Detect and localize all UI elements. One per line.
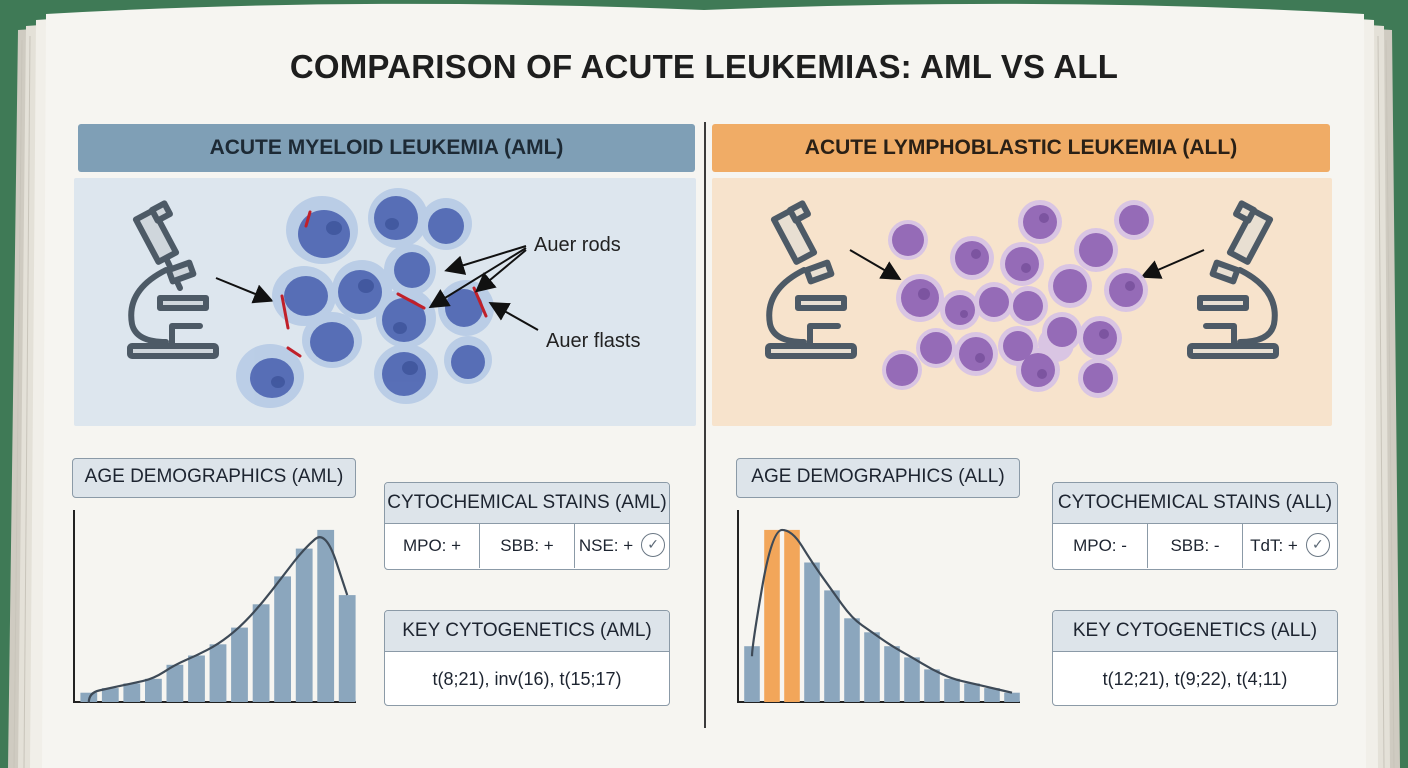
aml-age-bar: [295, 548, 313, 702]
aml-key-cytogenetics-box: KEY CYTOGENETICS (AML) t(8;21), inv(16),…: [384, 610, 670, 706]
aml-age-bar: [252, 604, 270, 702]
aml-cytogenetics-title: KEY CYTOGENETICS (AML): [385, 611, 669, 652]
aml-age-bar: [101, 688, 119, 702]
all-age-bar: [1004, 692, 1020, 702]
aml-stains-title: CYTOCHEMICAL STAINS (AML): [385, 483, 669, 524]
all-age-bar: [864, 632, 880, 703]
all-age-bar: [804, 562, 820, 702]
all-age-bar: [944, 678, 960, 703]
microscope-icon: [1187, 200, 1279, 359]
aml-age-bar: [209, 644, 227, 702]
aml-age-distribution-curve: [87, 536, 349, 703]
all-age-bar: [884, 646, 900, 702]
all-age-bar: [844, 618, 860, 702]
aml-age-bar: [145, 678, 162, 703]
all-age-bar: [784, 529, 800, 702]
aml-age-bar: [317, 529, 335, 702]
all-stain-tdt-cell: TdT: + ✓: [1243, 524, 1337, 568]
all-stains-row: MPO: - SBB: - TdT: + ✓: [1053, 524, 1337, 568]
aml-age-bar: [231, 627, 248, 702]
aml-age-bar: [123, 683, 141, 702]
all-header: ACUTE LYMPHOBLASTIC LEUKEMIA (ALL): [712, 124, 1330, 172]
all-age-demographics-label: AGE DEMOGRAPHICS (ALL): [736, 458, 1020, 498]
aml-header: ACUTE MYELOID LEUKEMIA (AML): [78, 124, 695, 172]
all-microscopy-illustration: [765, 200, 1279, 398]
aml-stains-row: MPO: + SBB: + NSE: + ✓: [385, 524, 669, 568]
all-age-bar: [964, 683, 980, 702]
all-age-axes: [737, 510, 1020, 703]
aml-cytochemical-stains-table: CYTOCHEMICAL STAINS (AML) MPO: + SBB: + …: [384, 482, 670, 570]
aml-age-bar: [338, 595, 356, 702]
aml-myeloblast-cells: [236, 188, 494, 408]
callout-auer-flasts: Auer flasts: [546, 330, 641, 352]
page-title: COMPARISON OF ACUTE LEUKEMIAS: AML VS AL…: [289, 48, 1119, 85]
aml-stain-mpo: MPO: +: [385, 524, 480, 568]
all-stain-mpo: MPO: -: [1053, 524, 1148, 568]
all-lymphoblast-cells: [882, 200, 1154, 398]
all-age-histogram: [737, 510, 1020, 703]
aml-stain-nse-cell: NSE: + ✓: [575, 524, 669, 568]
aml-age-bar: [166, 664, 184, 702]
all-age-bar: [824, 590, 840, 702]
all-stain-tdt: TdT: +: [1250, 536, 1298, 555]
aml-age-bar: [188, 655, 205, 702]
all-stain-sbb: SBB: -: [1148, 524, 1243, 568]
callout-auer-rods: Auer rods: [534, 234, 621, 256]
aml-age-histogram: [73, 510, 356, 703]
all-cytogenetics-title: KEY CYTOGENETICS (ALL): [1053, 611, 1337, 652]
all-key-cytogenetics-box: KEY CYTOGENETICS (ALL) t(12;21), t(9;22)…: [1052, 610, 1338, 706]
all-age-bar: [764, 529, 780, 702]
check-circle-icon: ✓: [641, 532, 666, 557]
all-cytogenetics-value: t(12;21), t(9;22), t(4;11): [1102, 669, 1288, 689]
check-circle-icon: ✓: [1305, 532, 1330, 557]
aml-cytogenetics-value: t(8;21), inv(16), t(15;17): [432, 669, 622, 689]
microscope-icon: [765, 200, 857, 359]
all-age-bar: [744, 646, 760, 702]
microscope-icon: [127, 200, 219, 359]
center-divider: [704, 122, 706, 728]
aml-age-demographics-label: AGE DEMOGRAPHICS (AML): [72, 458, 356, 498]
aml-age-bar: [274, 576, 291, 702]
all-age-distribution-curve: [750, 528, 1013, 694]
all-age-bar: [984, 688, 1000, 702]
aml-stain-nse: NSE: +: [578, 536, 634, 555]
all-stains-title: CYTOCHEMICAL STAINS (ALL): [1053, 483, 1337, 524]
auer-rod-marks: [280, 210, 488, 358]
aml-stain-sbb: SBB: +: [480, 524, 575, 568]
all-cytochemical-stains-table: CYTOCHEMICAL STAINS (ALL) MPO: - SBB: - …: [1052, 482, 1338, 570]
all-age-bar: [924, 669, 940, 702]
aml-microscopy-illustration: [127, 188, 539, 408]
all-age-bar: [904, 657, 920, 702]
